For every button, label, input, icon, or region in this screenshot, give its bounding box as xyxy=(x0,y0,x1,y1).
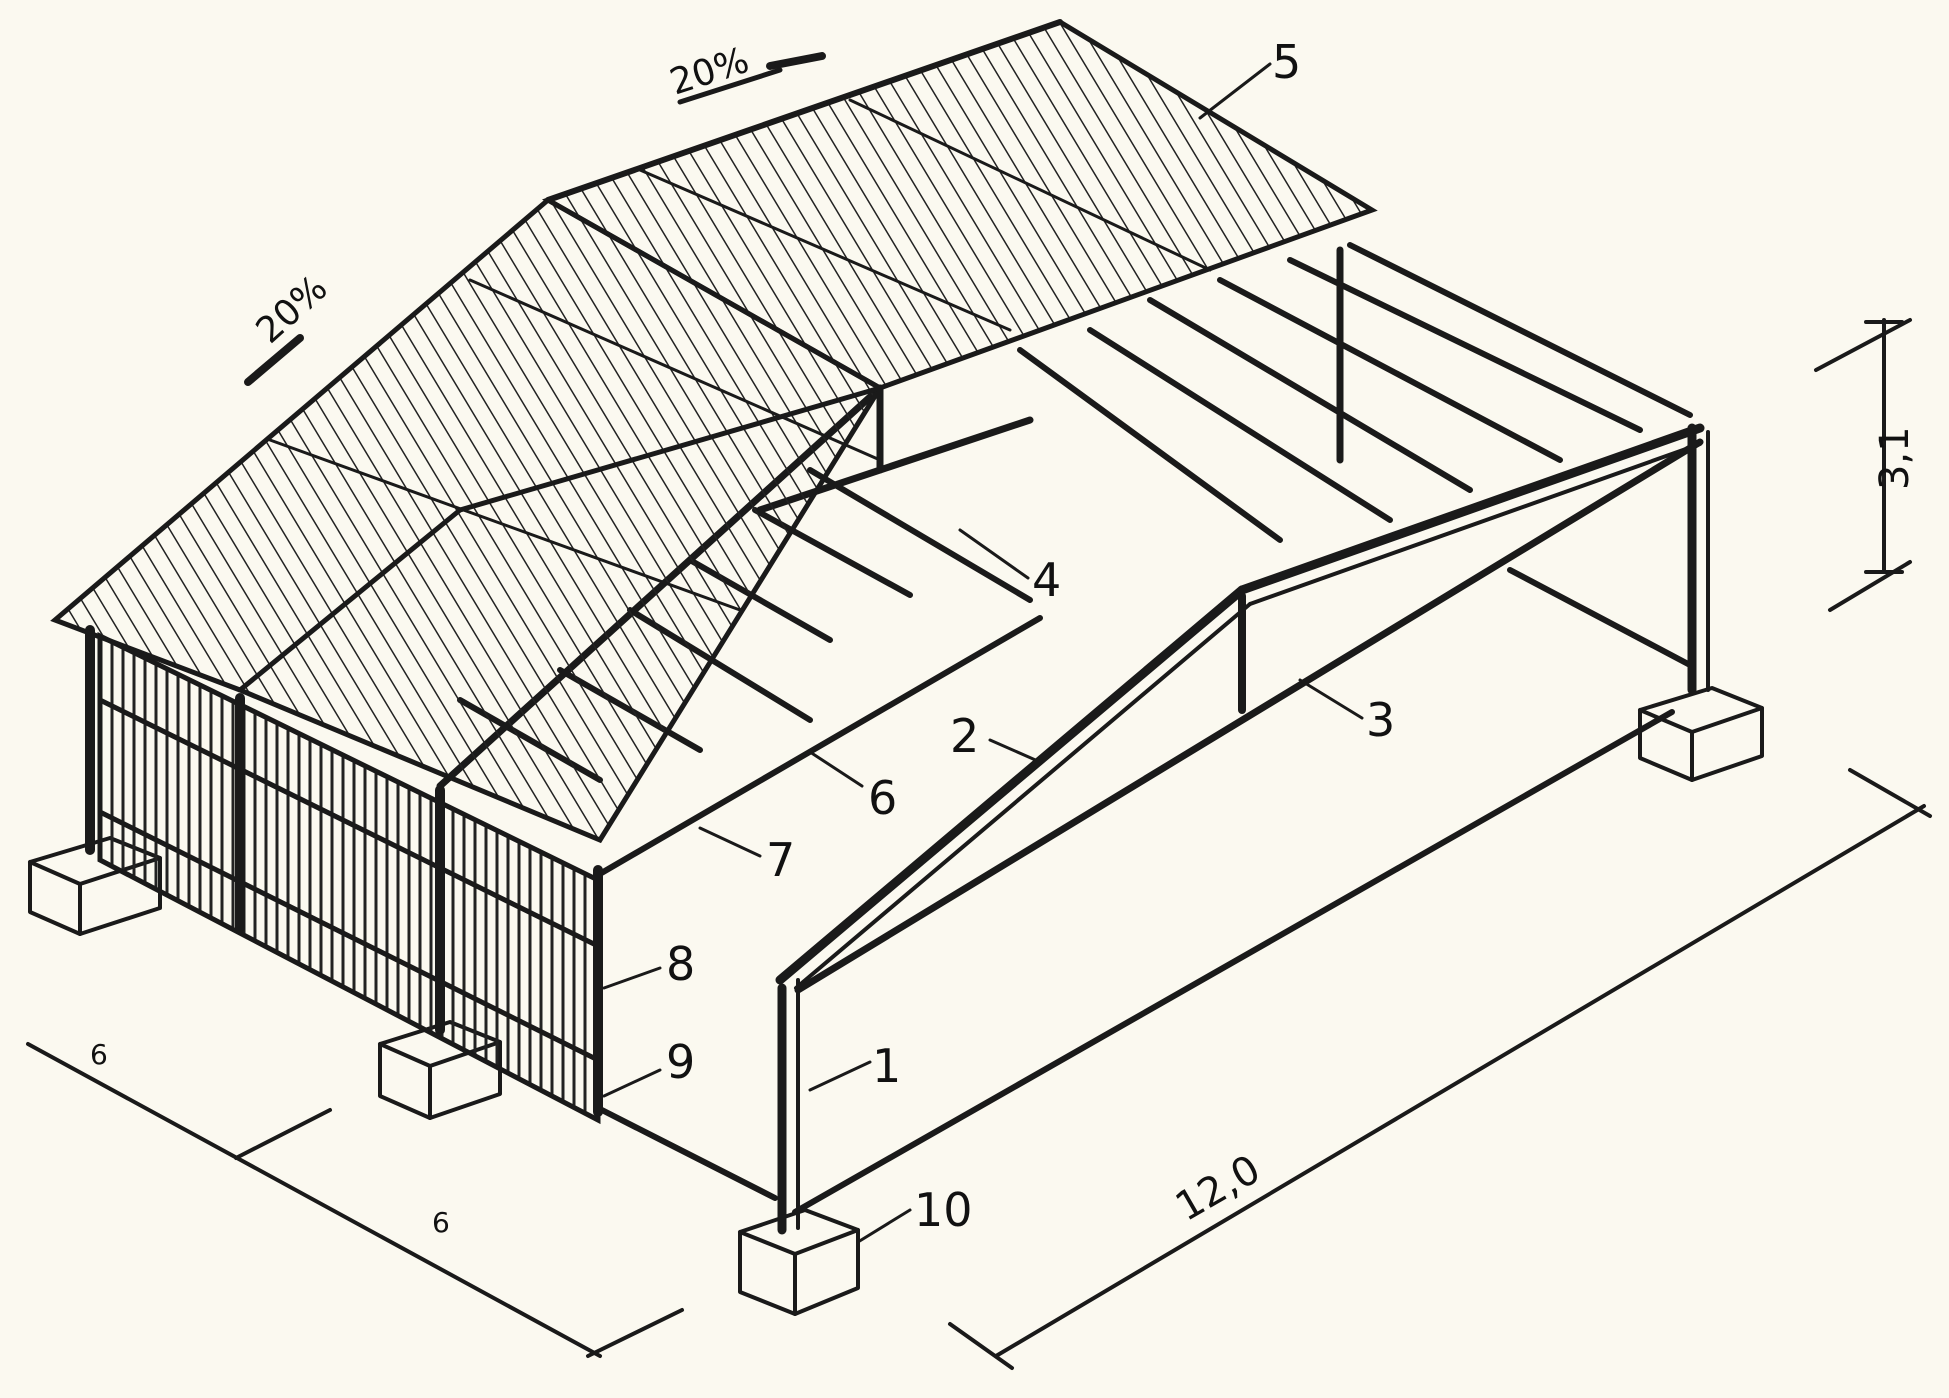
label-10: 10 xyxy=(914,1183,973,1237)
roof-cladding xyxy=(50,19,1378,844)
base-outline xyxy=(595,567,1693,1215)
part-labels: 5 4 3 2 6 7 8 9 1 10 xyxy=(602,35,1395,1244)
label-8: 8 xyxy=(666,937,695,991)
svg-text:3,1: 3,1 xyxy=(1872,426,1918,490)
label-5: 5 xyxy=(1272,35,1301,89)
bay-a-dimension: 6 xyxy=(90,1038,108,1071)
dimension-length: 12,0 xyxy=(948,768,1932,1370)
footing-front-corner xyxy=(738,1208,860,1316)
cladded-end-wall xyxy=(85,625,603,1125)
dimension-height: 3,1 xyxy=(1814,318,1918,612)
label-9: 9 xyxy=(666,1035,695,1089)
label-3: 3 xyxy=(1366,693,1395,747)
slope-annotation-right: 20% xyxy=(665,40,826,105)
slope-annotation-left: 20% xyxy=(244,268,336,386)
svg-text:20%: 20% xyxy=(249,268,336,352)
svg-text:12,0: 12,0 xyxy=(1168,1146,1268,1230)
ridge-line xyxy=(545,19,1063,203)
bay-b-dimension: 6 xyxy=(432,1206,450,1239)
label-2: 2 xyxy=(950,709,979,763)
label-6: 6 xyxy=(868,771,897,825)
dimension-bays: 6 6 xyxy=(26,1038,684,1358)
portal-frame-front xyxy=(775,423,1710,1235)
footing-right-corner xyxy=(1638,686,1764,782)
label-1: 1 xyxy=(872,1039,901,1093)
label-4: 4 xyxy=(1032,553,1061,607)
label-7: 7 xyxy=(766,833,795,887)
